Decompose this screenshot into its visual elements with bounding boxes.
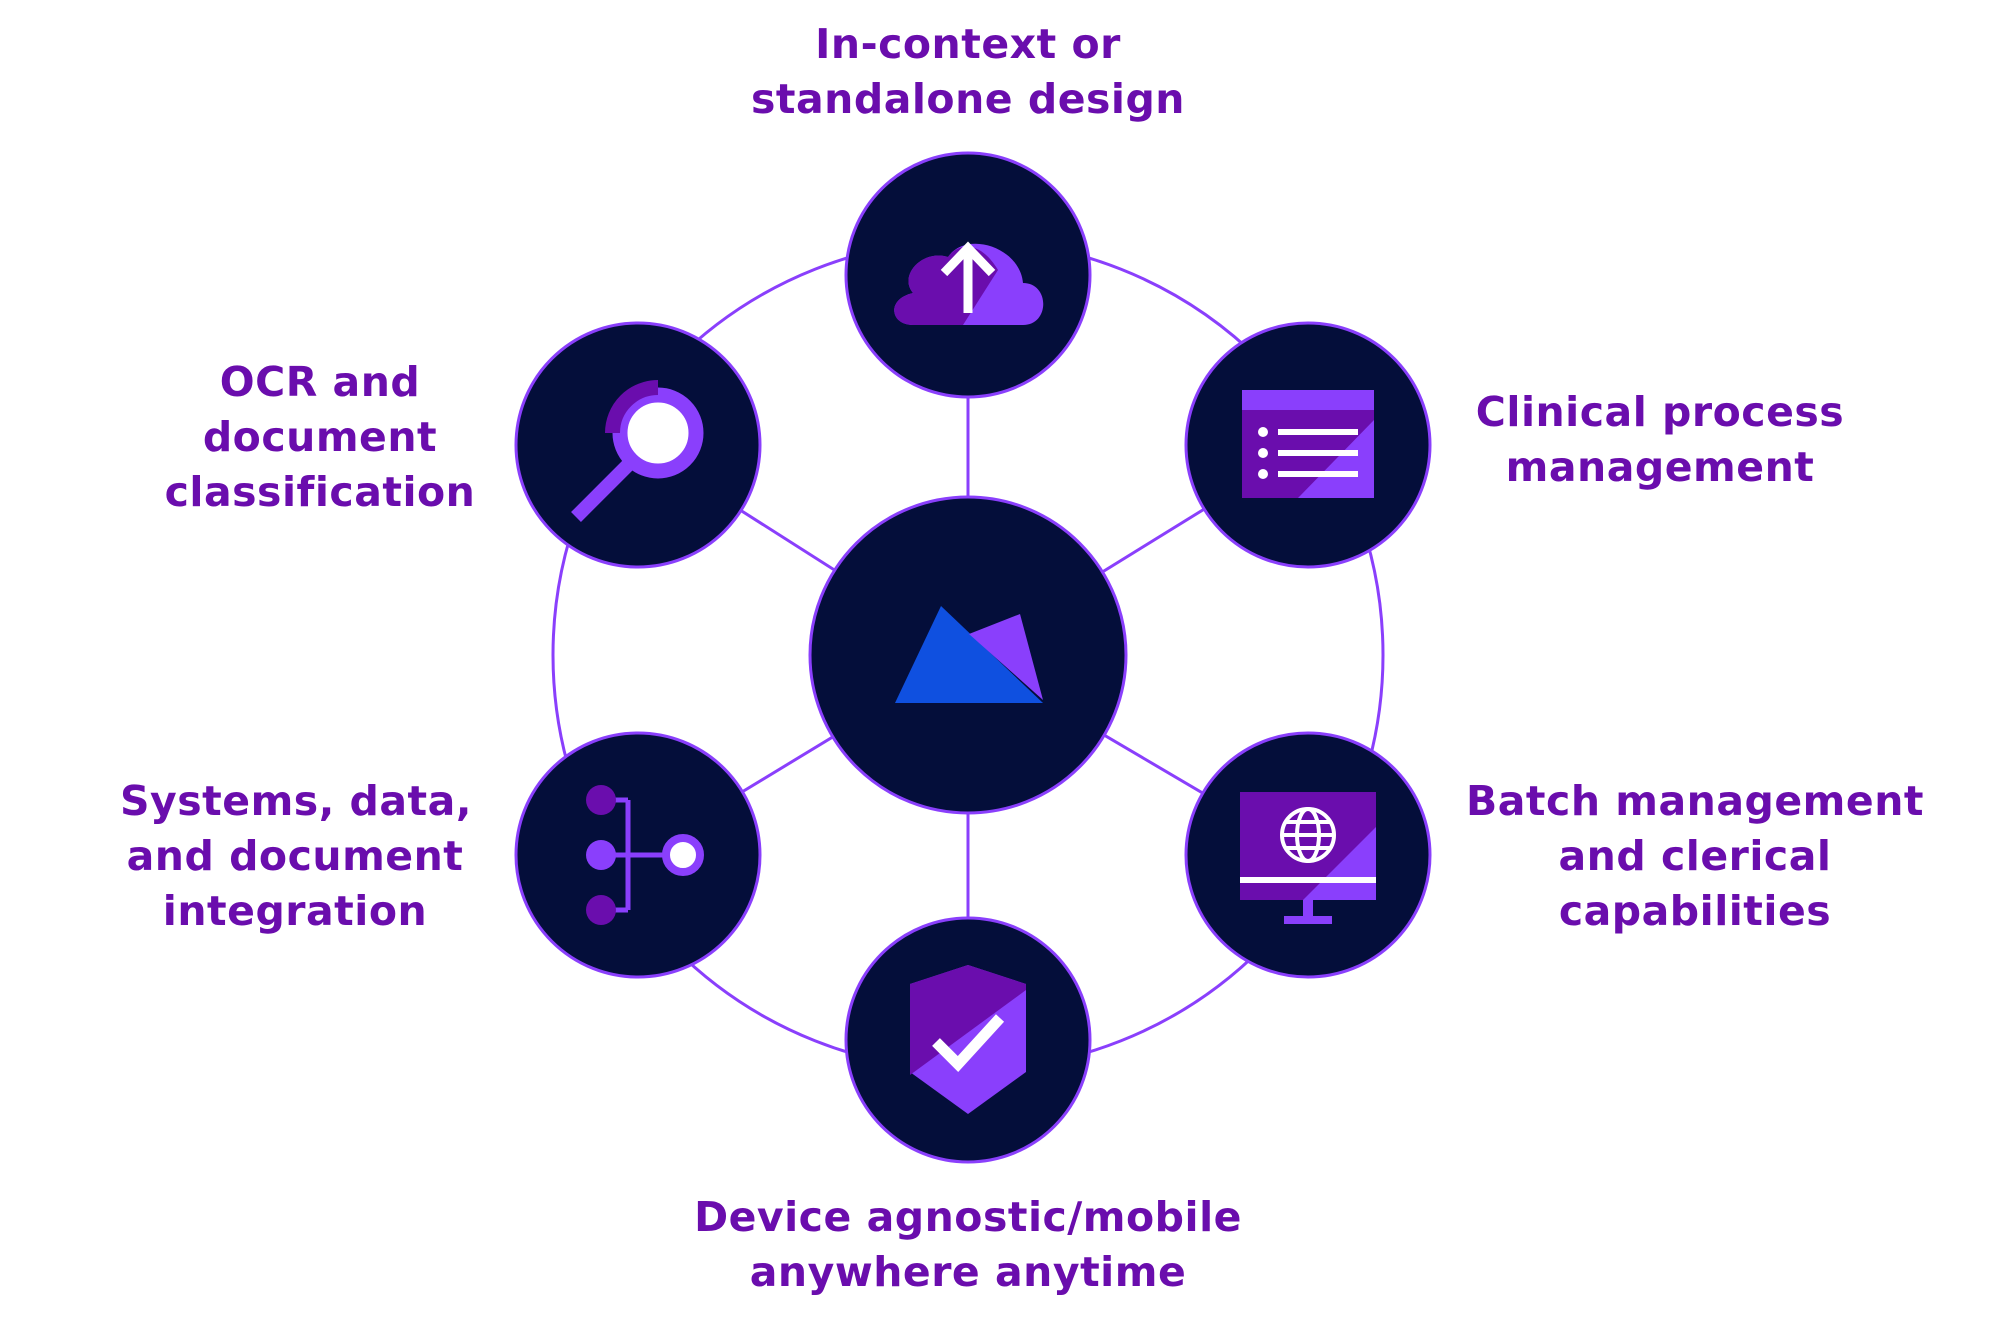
label-integration: Systems, data, and document integration [120,774,472,939]
node-integration [514,731,762,979]
label-line: Clinical process [1475,388,1845,436]
logo-icon [895,606,1043,703]
label-line: Batch management [1466,777,1924,825]
node-device [844,916,1092,1164]
label-line: integration [162,887,428,935]
node-ocr [514,321,762,569]
label-device: Device agnostic/mobile anywhere anytime [688,1190,1248,1300]
integration-tree-icon [586,785,704,925]
label-line: management [1505,443,1815,491]
center-hub [808,495,1128,815]
label-line: and clerical [1558,832,1832,880]
label-line: In-context or [815,20,1121,68]
label-line: Systems, data, [120,777,472,825]
label-line: OCR and [219,358,421,406]
label-ocr: OCR and document classification [145,355,495,520]
node-clinical [1184,321,1432,569]
label-line: and document [126,832,464,880]
monitor-globe-icon [1240,792,1376,924]
list-window-icon [1242,390,1374,498]
magnifier-icon [571,380,704,522]
label-line: anywhere anytime [749,1248,1187,1296]
label-line: classification [164,468,476,516]
cloud-upload-icon [894,241,1044,325]
shield-check-icon [910,965,1026,1114]
label-batch: Batch management and clerical capabiliti… [1450,774,1940,939]
node-batch [1184,731,1432,979]
label-line: document [202,413,438,461]
label-design: In-context or standalone design [718,17,1218,127]
label-line: capabilities [1558,887,1832,935]
label-clinical: Clinical process management [1460,385,1860,495]
node-design [844,151,1092,399]
label-line: standalone design [750,75,1185,123]
label-line: Device agnostic/mobile [694,1193,1242,1241]
